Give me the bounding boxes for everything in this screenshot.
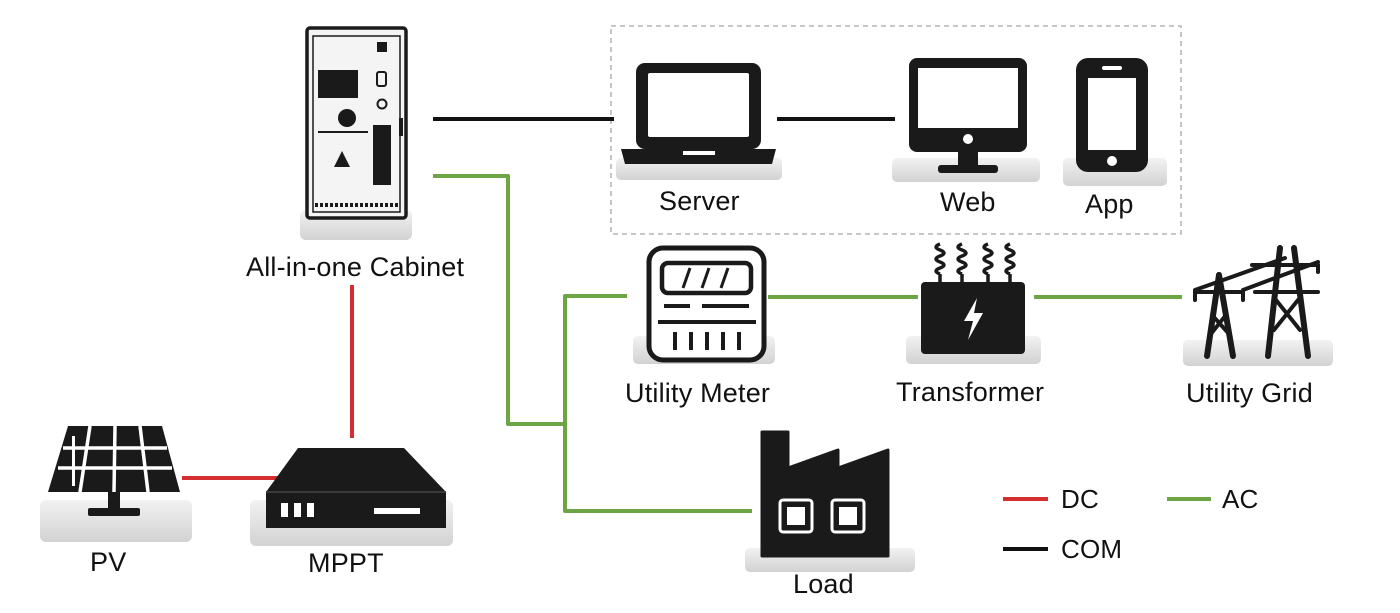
load-icon: [745, 430, 915, 572]
label-grid: Utility Grid: [1186, 378, 1313, 408]
dc-lines: [182, 285, 354, 480]
server-icon: [616, 63, 782, 180]
app-icon: [1063, 58, 1167, 186]
label-cabinet: All-in-one Cabinet: [246, 252, 465, 282]
meter-icon: [633, 245, 775, 364]
label-transformer: Transformer: [896, 377, 1045, 407]
label-meter: Utility Meter: [625, 378, 771, 408]
label-web: Web: [940, 187, 996, 217]
label-server: Server: [659, 186, 740, 216]
pv-icon: [40, 425, 192, 542]
mppt-icon: [250, 448, 453, 546]
label-load: Load: [793, 569, 854, 599]
legend-dc-label: DC: [1061, 484, 1099, 514]
cabinet-icon: [300, 26, 412, 240]
label-pv: PV: [90, 547, 127, 577]
label-app: App: [1085, 189, 1134, 219]
legend-ac-label: AC: [1222, 484, 1259, 514]
web-icon: [892, 58, 1040, 182]
label-mppt: MPPT: [308, 548, 384, 578]
legend-com-label: COM: [1061, 534, 1123, 564]
transformer-icon: [906, 242, 1041, 364]
monitoring-group-box: [610, 25, 1182, 235]
ac-lines: [433, 174, 1182, 513]
legend: [1003, 497, 1211, 551]
grid-icon: [1183, 245, 1333, 366]
